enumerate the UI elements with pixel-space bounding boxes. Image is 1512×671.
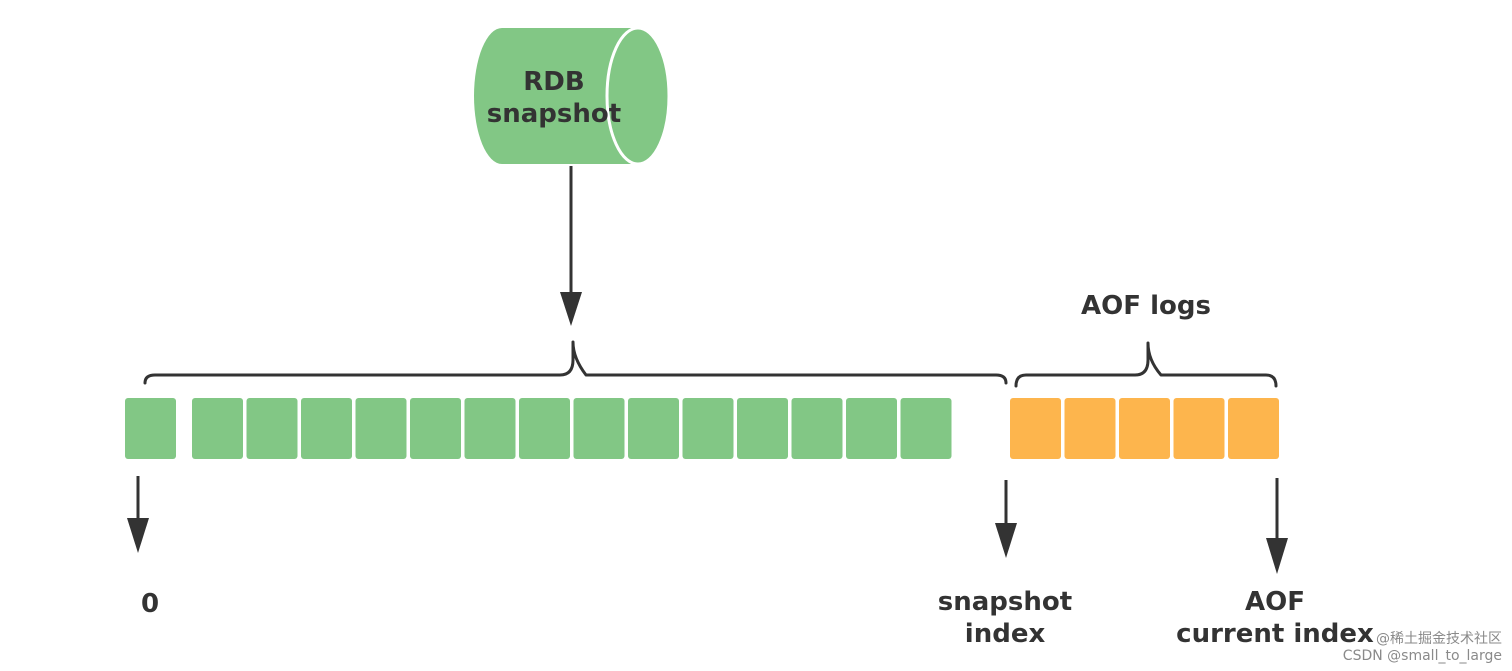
watermark-line2: CSDN @small_to_large [1342,648,1502,664]
green-cell [846,398,897,459]
cylinder-cap [605,26,671,166]
log-cells-row [125,398,1279,459]
snapshot-index-label: snapshot index [920,586,1090,650]
watermark: @稀土掘金技术社区 CSDN @small_to_large [1343,631,1502,665]
orange-cell [1119,398,1170,459]
green-cell [737,398,788,459]
green-cell [410,398,461,459]
green-cell [355,398,407,459]
aof-current-line2: current index [1176,619,1374,649]
aof-current-line1: AOF [1245,587,1305,617]
rdb-snapshot-cylinder [474,26,671,166]
orange-cell [1010,398,1061,459]
green-cell [682,398,734,459]
aof-logs-brace [1014,341,1278,388]
orange-cell [1064,398,1116,459]
green-cell [900,398,952,459]
cylinder-body [474,28,638,164]
zero-index-label: 0 [140,589,160,619]
rdb-snapshot-label: RDB snapshot [474,66,634,130]
green-cell [192,398,243,459]
green-cell [573,398,625,459]
rdb-down-arrow [560,166,582,326]
green-cell [464,398,516,459]
watermark-line1: @稀土掘金技术社区 [1376,631,1502,647]
green-cell [301,398,352,459]
snapshot-index-line2: index [964,619,1046,649]
rdb-label-line2: snapshot [486,99,622,129]
snapshot-index-arrow [995,480,1017,558]
aof-current-index-arrow [1266,478,1288,574]
aof-current-index-label: AOF current index [1175,586,1375,650]
aof-logs-label: AOF logs [1081,291,1211,321]
green-cell [791,398,843,459]
rdb-label-line1: RDB [523,67,585,97]
orange-cell [1173,398,1225,459]
green-cell [246,398,298,459]
green-cell [628,398,679,459]
rdb-range-brace [143,340,1008,385]
zero-index-arrow [127,476,149,553]
snapshot-index-line1: snapshot [937,587,1073,617]
green-cell [125,398,176,459]
orange-cell [1228,398,1279,459]
green-cell [519,398,570,459]
